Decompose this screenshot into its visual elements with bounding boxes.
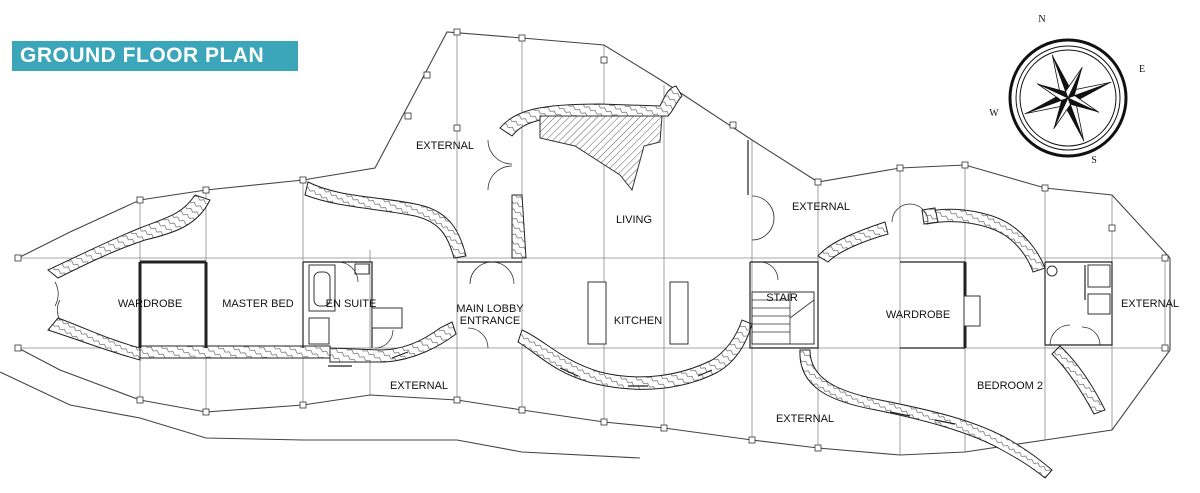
- compass-n-label: N: [1038, 14, 1045, 25]
- interior-walls: [138, 140, 1113, 349]
- compass-s-label: S: [1091, 155, 1097, 166]
- room-label-wardrobe-bed2: WARDROBE: [886, 309, 950, 321]
- area-label-external-south-west: EXTERNAL: [390, 380, 448, 392]
- room-label-bedroom-2: BEDROOM 2: [977, 380, 1043, 392]
- compass-w-label: W: [989, 108, 999, 119]
- fixtures: [308, 115, 1111, 345]
- envelope-outline: [0, 31, 1171, 459]
- area-label-external-north-east: EXTERNAL: [792, 201, 850, 213]
- area-label-external-south: EXTERNAL: [776, 413, 834, 425]
- room-label-master-bed: MASTER BED: [222, 298, 294, 310]
- compass-rose: [1008, 38, 1128, 158]
- room-label-living: LIVING: [616, 214, 652, 226]
- stair: [751, 291, 815, 345]
- doors: [54, 139, 1101, 349]
- title-badge: [12, 41, 298, 71]
- room-label-stair: STAIR: [766, 292, 798, 304]
- area-label-external-north: EXTERNAL: [416, 140, 474, 152]
- room-label-entrance: ENTRANCE: [460, 315, 521, 327]
- room-label-wardrobe-master: WARDROBE: [118, 298, 182, 310]
- plan-title: GROUND FLOOR PLAN: [20, 44, 265, 67]
- windows: [328, 351, 956, 425]
- room-label-main-lobby: MAIN LOBBY: [456, 303, 524, 315]
- curved-walls: [47, 85, 1106, 479]
- room-label-en-suite: EN SUITE: [326, 298, 377, 310]
- room-label-kitchen: KITCHEN: [614, 315, 662, 327]
- compass-e-label: E: [1139, 64, 1145, 75]
- grid-posts: [14, 28, 1169, 452]
- area-label-external-east: EXTERNAL: [1121, 298, 1179, 310]
